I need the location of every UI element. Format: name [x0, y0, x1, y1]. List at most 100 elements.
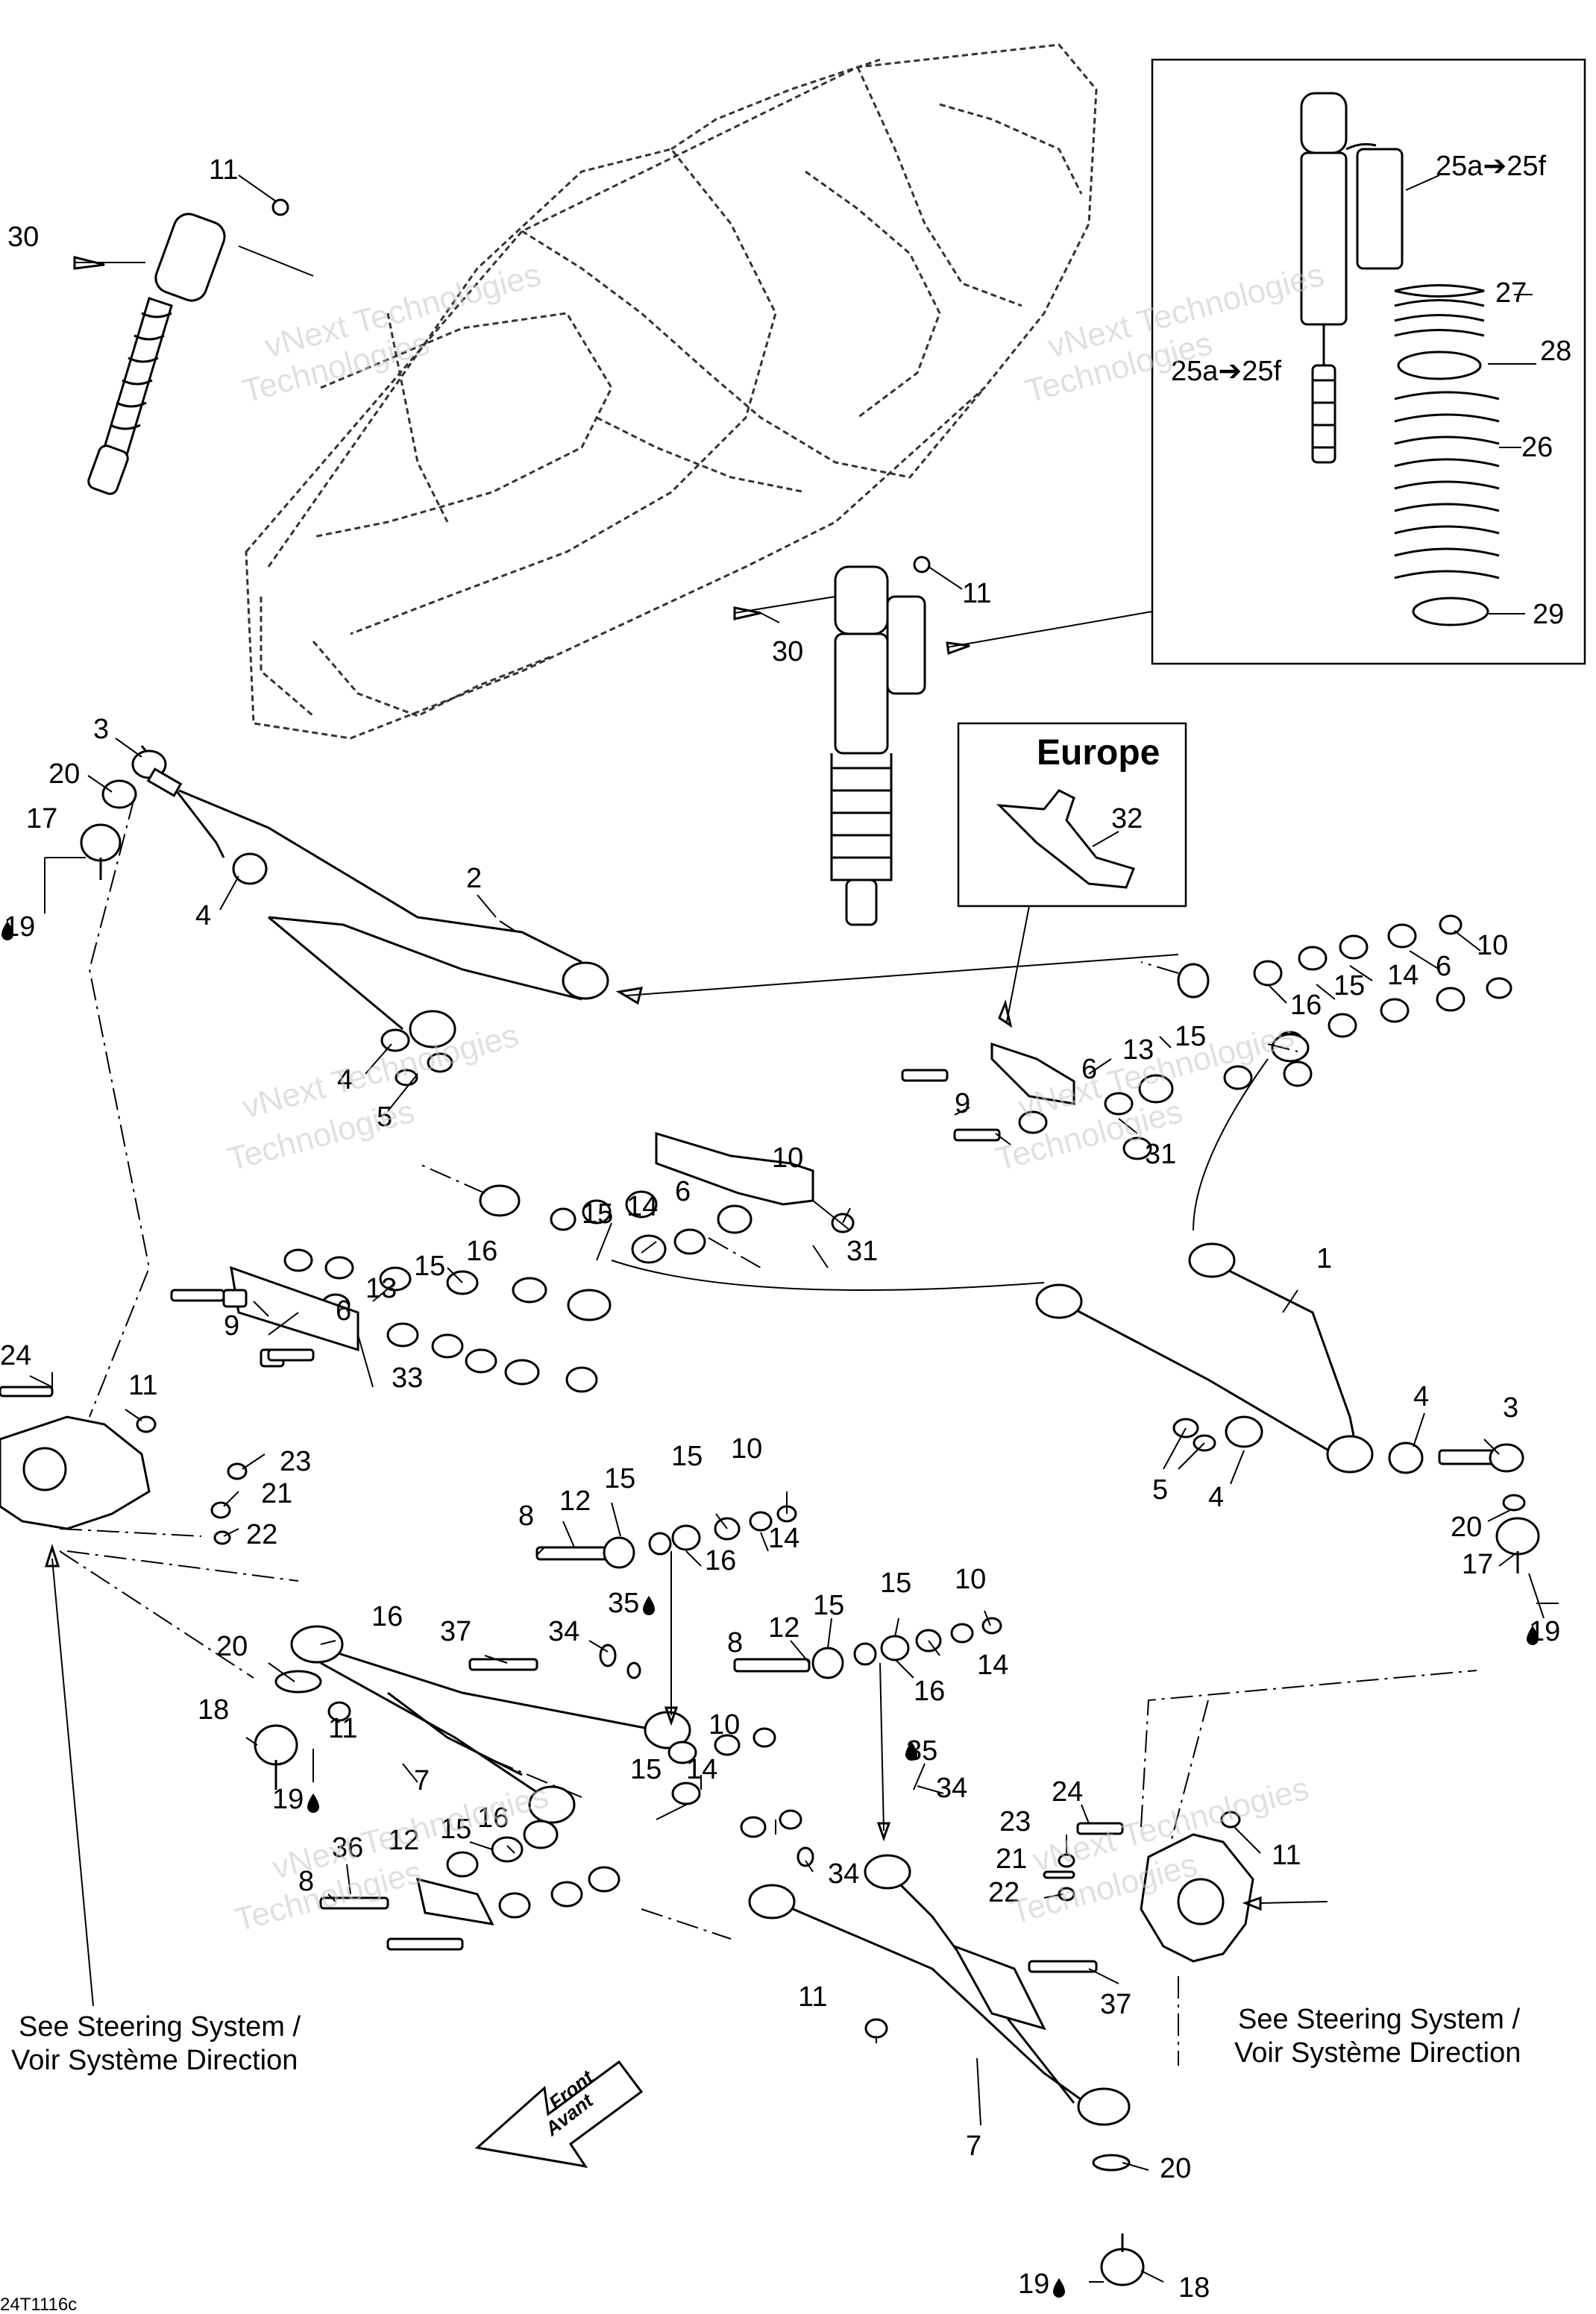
callout-2: 2: [466, 863, 482, 894]
callout-31-b: 31: [846, 1236, 878, 1267]
grease-drop-icon: [1527, 1626, 1539, 1645]
europe-inset: [957, 722, 1187, 1028]
grease-drop-icon: [307, 1793, 319, 1813]
callout-10-e: 10: [709, 1709, 740, 1741]
callout-33: 33: [392, 1362, 423, 1394]
callout-leaders: [29, 175, 1559, 2283]
callout-27: 27: [1495, 277, 1527, 309]
callout-4-b: 4: [337, 1064, 353, 1095]
see-steering-left-line2: Voir Système Direction: [11, 2045, 298, 2076]
lower-right-a-arm: [748, 1854, 1145, 2286]
callout-31-a: 31: [1145, 1139, 1176, 1170]
callout-12-a: 12: [559, 1485, 591, 1517]
callout-11-a: 11: [209, 154, 238, 186]
callout-6-d: 6: [336, 1295, 351, 1327]
callout-25a-25f-a: 25a➔25f: [1436, 151, 1547, 182]
callout-11-c: 11: [128, 1370, 157, 1401]
callout-5-b: 5: [1152, 1474, 1168, 1506]
reference-code: 24T1116c: [0, 2295, 77, 2314]
left-shock-absorber: [73, 198, 314, 495]
callout-8-c: 8: [298, 1866, 314, 1897]
callout-24-b: 24: [1052, 1776, 1083, 1808]
callout-17-a: 17: [26, 803, 57, 834]
callout-6-c: 6: [675, 1176, 691, 1207]
callout-34-a: 34: [548, 1616, 579, 1647]
callout-23-a: 23: [280, 1446, 311, 1477]
callout-22-b: 22: [988, 1877, 1020, 1908]
callout-19-c: 19: [272, 1784, 304, 1815]
callout-labels: 11 30 25a➔25f 27 28 25a➔25f 26 29 11 30 …: [0, 151, 1571, 2304]
callout-30-b: 30: [772, 636, 803, 667]
callout-10-c: 10: [731, 1433, 762, 1465]
callout-20-a: 20: [48, 758, 80, 790]
callout-16-c: 16: [705, 1545, 736, 1576]
callout-4-c: 4: [1413, 1381, 1429, 1412]
callout-3-b: 3: [1503, 1392, 1518, 1424]
callout-15-i: 15: [630, 1754, 662, 1785]
callout-16-f: 16: [477, 1802, 509, 1834]
callout-16-e: 16: [914, 1676, 945, 1707]
callout-32: 32: [1111, 803, 1143, 834]
grease-drop-icon: [1053, 2278, 1065, 2298]
front-direction-arrow: Front Avant: [474, 2060, 644, 2169]
right-knuckle: [1043, 1670, 1477, 2066]
callout-25a-25f-b: 25a➔25f: [1171, 356, 1282, 387]
callout-16-a: 16: [1290, 990, 1322, 1021]
callout-19-d: 19: [1018, 2269, 1049, 2300]
callout-18-a: 18: [198, 1694, 229, 1726]
callout-28: 28: [1540, 336, 1571, 367]
lower-front-bushing-stack: [535, 1505, 1002, 1842]
upper-left-a-arm: [80, 745, 1179, 1087]
callout-6-b: 6: [1081, 1054, 1097, 1085]
callout-15-f: 15: [604, 1463, 635, 1494]
callout-34-b: 34: [936, 1773, 967, 1804]
left-knuckle: [0, 1372, 299, 1582]
watermarks: vNext Technologies Technologies vNext Te…: [224, 257, 1328, 1939]
callout-11-f: 11: [798, 1981, 827, 2013]
callout-15-g: 15: [880, 1568, 911, 1599]
shock-exploded-inset: [946, 58, 1586, 665]
callout-23-b: 23: [999, 1806, 1031, 1837]
callout-4-a: 4: [195, 900, 211, 931]
callout-26: 26: [1521, 432, 1553, 463]
callout-15-c: 15: [582, 1198, 613, 1230]
upper-right-a-arm: [1035, 1242, 1540, 1573]
callout-6-a: 6: [1436, 951, 1451, 982]
callout-15-e: 15: [671, 1441, 703, 1472]
callout-3-a: 3: [93, 714, 109, 745]
callout-8-a: 8: [518, 1500, 534, 1532]
callout-14-d: 14: [977, 1650, 1008, 1681]
callout-16-d: 16: [371, 1601, 403, 1632]
callout-30-a: 30: [7, 221, 39, 253]
callout-10-b: 10: [772, 1142, 803, 1174]
callout-14-b: 14: [626, 1191, 658, 1222]
callout-35-a: 35: [608, 1588, 639, 1619]
callout-22-a: 22: [246, 1519, 277, 1550]
callout-9-b: 9: [224, 1310, 239, 1342]
callout-16-b: 16: [466, 1236, 497, 1267]
callout-15-h: 15: [813, 1590, 844, 1621]
callout-5-a: 5: [377, 1101, 392, 1133]
callout-20-b: 20: [1451, 1512, 1482, 1543]
steering-notes: See Steering System / Voir Système Direc…: [11, 2004, 1521, 2076]
callout-13-b: 13: [365, 1273, 397, 1304]
callout-14-e: 14: [686, 1754, 717, 1785]
callout-13-a: 13: [1122, 1034, 1154, 1066]
grease-drop-icons: [1, 921, 1539, 2298]
callout-29: 29: [1533, 599, 1564, 630]
callout-12-b: 12: [768, 1612, 799, 1644]
callout-15-a: 15: [1333, 970, 1365, 1002]
callout-10-d: 10: [955, 1564, 986, 1595]
callout-1: 1: [1316, 1243, 1332, 1274]
callout-20-d: 20: [1160, 2153, 1191, 2184]
callout-11-d: 11: [328, 1713, 357, 1744]
callout-20-c: 20: [216, 1631, 248, 1662]
callout-7-a: 7: [414, 1765, 430, 1796]
callout-36: 36: [332, 1832, 363, 1864]
callout-37-a: 37: [440, 1616, 471, 1647]
callout-15-j: 15: [440, 1814, 471, 1845]
callout-37-b: 37: [1100, 1989, 1131, 2020]
callout-18-b: 18: [1178, 2272, 1210, 2304]
callout-7-b: 7: [966, 2131, 981, 2162]
